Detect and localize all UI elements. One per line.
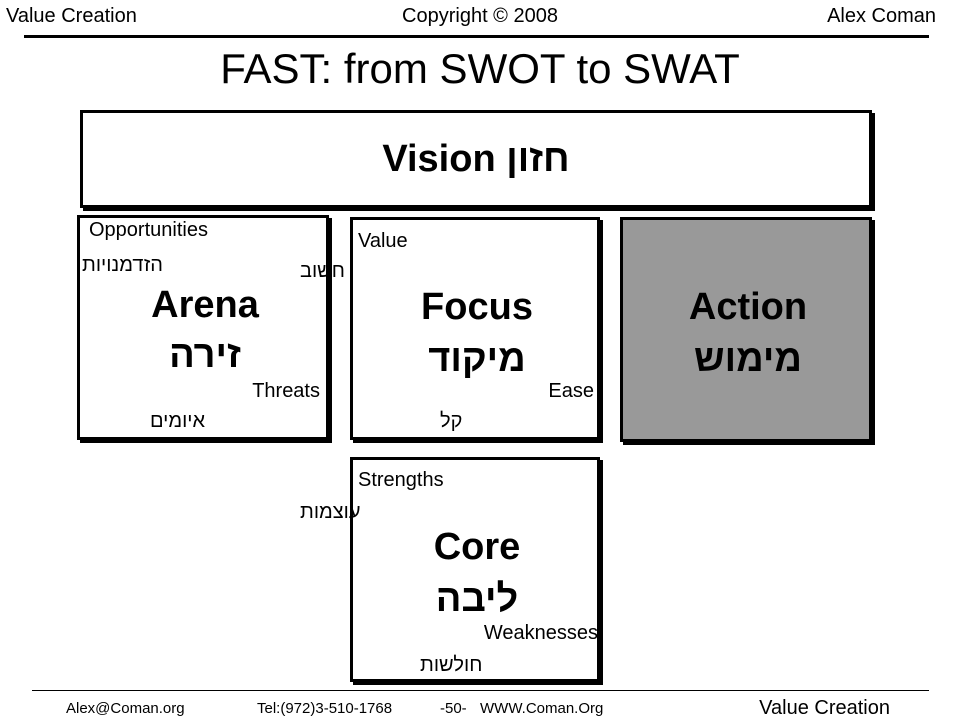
footer-website: WWW.Coman.Org	[480, 700, 604, 717]
arena-opportunities-label: Opportunities	[89, 219, 208, 241]
focus-title-he: מיקוד	[428, 338, 526, 380]
focus-ease-label-he: קל	[440, 410, 463, 432]
core-strengths-label-he: עוצמות	[300, 501, 361, 523]
arena-title: Arena	[151, 284, 259, 326]
arena-threats-label: Threats	[252, 380, 320, 402]
action-title-he: מימוש	[694, 338, 802, 380]
footer-email: Alex@Coman.org	[66, 700, 185, 717]
vision-box	[80, 110, 872, 208]
core-weaknesses-label-he: חולשות	[420, 654, 483, 676]
core-strengths-label: Strengths	[358, 469, 444, 491]
core-box	[350, 457, 600, 682]
slide-title: FAST: from SWOT to SWAT	[220, 45, 740, 92]
action-box	[620, 217, 872, 442]
core-weaknesses-label: Weaknesses	[483, 622, 598, 644]
focus-value-label: Value	[358, 230, 408, 252]
focus-value-label-he: חשוב	[300, 260, 345, 282]
vision-label-he: חזון	[506, 138, 570, 180]
arena-threats-label-he: איומים	[150, 410, 206, 432]
core-title-he: ליבה	[435, 578, 519, 620]
header-copyright: Copyright © 2008	[402, 5, 558, 27]
action-title: Action	[688, 286, 808, 328]
footer-phone: Tel:(972)3-510-1768	[257, 700, 393, 717]
header-left-text: Value Creation	[6, 5, 137, 27]
footer-brand: Value Creation	[759, 697, 890, 719]
focus-title: Focus	[421, 286, 533, 328]
footer-page-number: -50-	[440, 700, 467, 717]
header-author: Alex Coman	[827, 5, 936, 27]
arena-box	[77, 215, 329, 440]
header-divider	[24, 35, 929, 38]
focus-ease-label: Ease	[548, 380, 594, 402]
core-title: Core	[433, 526, 521, 568]
arena-opportunities-label-he: הזדמנויות	[82, 254, 163, 276]
vision-label: Vision חזון	[80, 136, 872, 182]
footer-divider	[32, 690, 929, 691]
focus-box	[350, 217, 600, 440]
vision-label-en: Vision	[382, 138, 496, 180]
arena-title-he: זירה	[169, 334, 241, 376]
